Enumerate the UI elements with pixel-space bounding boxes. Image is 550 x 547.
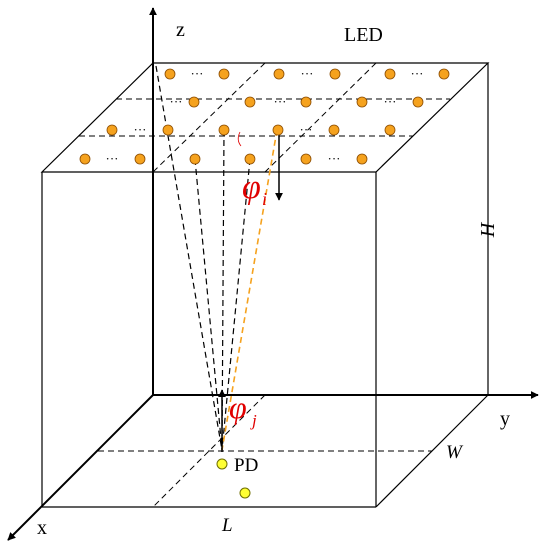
x-axis-line [7,394,154,541]
ellipsis: ··· [274,94,287,109]
led [218,68,230,80]
led [106,124,118,136]
led-array [79,68,450,165]
ellipsis: ··· [191,66,204,81]
ellipsis: ··· [300,122,313,137]
photodiode-secondary [239,487,251,499]
led [273,68,285,80]
phi-i-label: φ [242,169,261,206]
ray [155,65,223,451]
z-axis-label: z [176,19,185,41]
led [218,124,230,136]
ray [194,158,223,451]
led [412,96,424,108]
y-axis-label: y [500,408,510,430]
led [189,153,201,165]
led [329,68,341,80]
led [162,124,174,136]
led [272,124,284,136]
ellipsis: ··· [170,94,183,109]
x-axis-label: x [37,517,47,539]
photodiodes [216,458,251,499]
ray [221,158,251,451]
led [384,124,396,136]
ellipsis: ··· [411,66,424,81]
angle-arc-i [237,131,242,147]
ellipsis: ··· [328,151,341,166]
led [356,153,368,165]
ellipsis: ··· [301,66,314,81]
led [134,153,146,165]
photodiode-receiver [216,458,228,470]
led [300,96,312,108]
led [328,124,340,136]
led [356,96,368,108]
led [384,68,396,80]
led [300,153,312,165]
phi-j-label: φ [229,389,247,425]
phi-j-subscript: j [250,411,257,430]
axes [7,7,539,541]
ceiling-grid-line [152,62,266,173]
pd-label: PD [234,455,258,476]
dashed-grid [79,62,450,508]
led [244,96,256,108]
led [188,96,200,108]
led [244,153,256,165]
ray [221,129,225,451]
ellipsis: ··· [384,94,397,109]
ceiling-grid-line [264,62,377,173]
light-rays [155,65,283,452]
floor-grid-line [152,394,266,508]
height-label: H [477,221,499,238]
ray-orange [221,129,278,451]
phi-i-subscript: i [262,189,267,209]
ellipsis: ··· [134,122,147,137]
length-label: L [221,515,233,536]
led [438,68,450,80]
led [164,68,176,80]
led-label: LED [344,24,383,46]
led [79,153,91,165]
led-ellipses: ··· ··· ··· ··· ··· ··· ··· ··· ··· ··· [106,66,424,166]
ellipsis: ··· [106,151,119,166]
width-label: W [446,442,464,463]
